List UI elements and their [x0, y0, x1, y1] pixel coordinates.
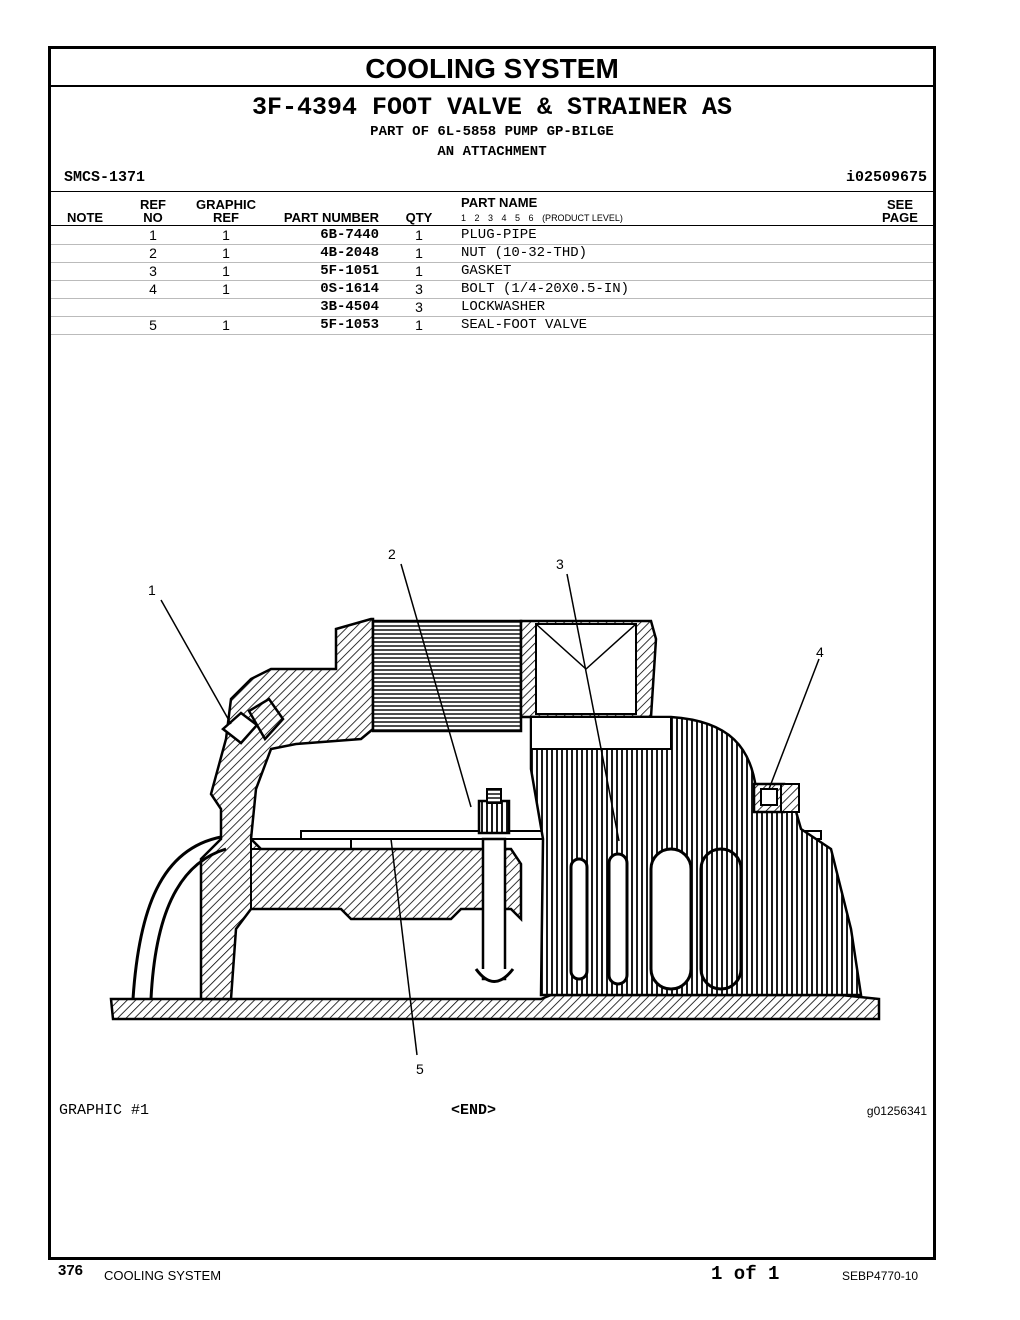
col-header-ref: REF: [140, 197, 166, 212]
footer-section: COOLING SYSTEM: [104, 1268, 222, 1283]
page-frame: COOLING SYSTEM 3F-4394 FOOT VALVE & STRA…: [48, 46, 936, 1260]
document-id: i02509675: [845, 169, 927, 186]
table-row: 2 1 4B-2048 1 NUT (10-32-THD): [51, 244, 933, 263]
part-name: BOLT (1/4-20X0.5-IN): [461, 281, 630, 297]
table-row: 3B-4504 3 LOCKWASHER: [51, 298, 933, 317]
assembly-subtitle-attachment: AN ATTACHMENT: [437, 144, 547, 160]
ref-no: 1: [149, 227, 157, 243]
col-header-qty: QTY: [405, 210, 433, 225]
part-number: 3B-4504: [320, 299, 379, 315]
qty: 1: [415, 263, 423, 279]
callout-4: 4: [816, 644, 824, 660]
foot-valve-illustration: [109, 563, 881, 1056]
table-row: 5 1 5F-1053 1 SEAL-FOOT VALVE: [51, 316, 933, 335]
part-number: 6B-7440: [320, 227, 379, 243]
part-name: PLUG-PIPE: [461, 227, 537, 243]
table-header-rule: [51, 225, 933, 226]
ref-no: 4: [149, 281, 157, 297]
col-header-see-page: PAGE: [882, 210, 918, 225]
graphic-ref: 1: [222, 227, 230, 243]
callout-1: 1: [148, 582, 156, 598]
product-level-digits: 1 2 3 4 5 6: [461, 213, 534, 223]
callout-2: 2: [388, 546, 396, 562]
graphic-ref: 1: [222, 281, 230, 297]
part-number: 5F-1051: [320, 263, 379, 279]
stud-nut: [474, 788, 515, 983]
qty: 1: [415, 227, 423, 243]
assembly-title: 3F-4394 FOOT VALVE & STRAINER AS: [251, 93, 733, 122]
page-of: 1 of 1: [711, 1263, 780, 1285]
product-level-label: (PRODUCT LEVEL): [542, 213, 623, 223]
part-name: SEAL-FOOT VALVE: [461, 317, 588, 333]
table-row: 4 1 0S-1614 3 BOLT (1/4-20X0.5-IN): [51, 280, 933, 299]
qty: 1: [415, 317, 423, 333]
col-header-part-number: PART NUMBER: [283, 210, 379, 225]
product-level-header: 1 2 3 4 5 6 (PRODUCT LEVEL): [461, 213, 623, 223]
table-top-rule: [51, 191, 933, 192]
publication-number: SEBP4770-10: [842, 1269, 919, 1283]
graphic-ref: 1: [222, 317, 230, 333]
part-name: GASKET: [461, 263, 512, 279]
qty: 1: [415, 245, 423, 261]
graphic-id: g01256341: [866, 1104, 927, 1118]
table-row: 1 1 6B-7440 1 PLUG-PIPE: [51, 226, 933, 245]
col-header-part-name: PART NAME: [461, 195, 538, 210]
graphic-ref: 1: [222, 263, 230, 279]
page-number: 376: [58, 1262, 84, 1279]
part-name: NUT (10-32-THD): [461, 245, 588, 261]
assembly-subtitle-parent: PART OF 6L-5858 PUMP GP-BILGE: [370, 124, 614, 140]
callout-3: 3: [556, 556, 564, 572]
smcs-code: SMCS-1371: [64, 169, 146, 186]
table-row: 3 1 5F-1051 1 GASKET: [51, 262, 933, 281]
part-number: 4B-2048: [320, 245, 379, 261]
strainer-left-hoop: [131, 835, 227, 1000]
part-number: 5F-1053: [320, 317, 379, 333]
qty: 3: [415, 299, 423, 315]
col-header-ref-no: NO: [143, 210, 163, 225]
strainer-dome: [529, 715, 863, 997]
part-name: LOCKWASHER: [461, 299, 546, 315]
ref-no: 5: [149, 317, 157, 333]
callout-leaders: [160, 563, 820, 1056]
col-header-see: SEE: [886, 197, 913, 212]
bolt: [752, 782, 800, 814]
col-header-graphic-ref: REF: [213, 210, 239, 225]
graphic-label: GRAPHIC #1: [59, 1102, 150, 1119]
callout-5: 5: [416, 1061, 424, 1077]
col-header-graphic: GRAPHIC: [196, 197, 256, 212]
graphic-ref: 1: [222, 245, 230, 261]
section-title: COOLING SYSTEM: [51, 49, 933, 87]
part-number: 0S-1614: [320, 281, 379, 297]
pipe-plug: [221, 697, 285, 745]
base-flange: [109, 993, 881, 1021]
qty: 3: [415, 281, 423, 297]
ref-no: 2: [149, 245, 157, 261]
col-header-note: NOTE: [66, 210, 104, 225]
end-marker: <END>: [451, 1102, 497, 1119]
ref-no: 3: [149, 263, 157, 279]
